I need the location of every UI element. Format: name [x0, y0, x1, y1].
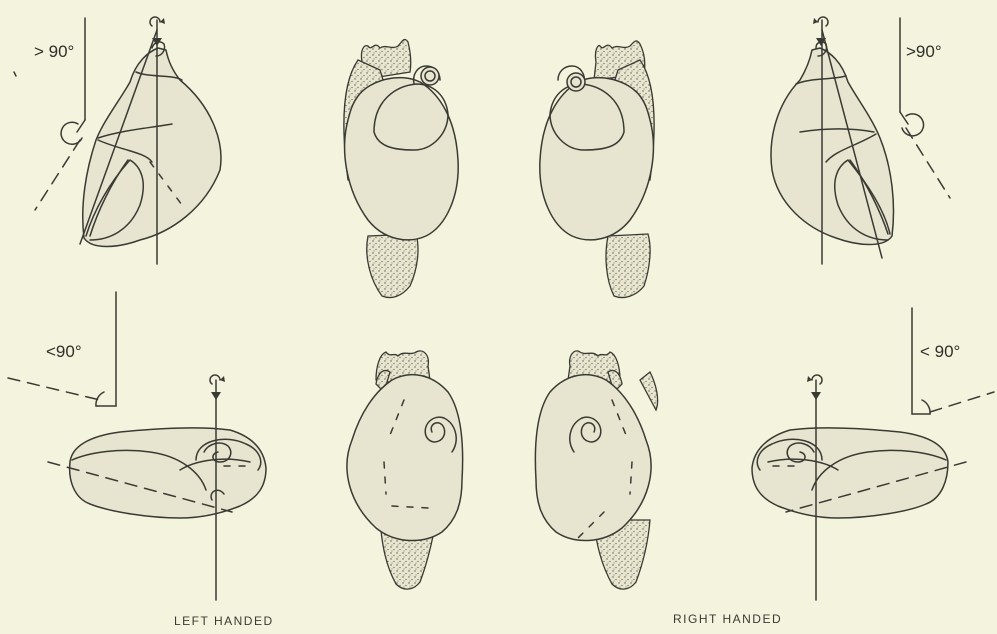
rotation-arrow-icon [150, 17, 160, 26]
rotation-arrow-icon [812, 375, 822, 384]
angle-label-less-than-90-left: <90° [46, 342, 82, 362]
shell-outline [535, 375, 651, 541]
snail-foot [606, 234, 650, 298]
shell-outline [347, 375, 463, 541]
shell-body-whorl [540, 78, 654, 240]
top-left-snail-dorsal-view [344, 39, 458, 297]
top-right-snail-dorsal-view [540, 41, 654, 298]
bottom-right-snail-ventral-view [535, 351, 657, 589]
shell-axis-dashed [906, 128, 950, 198]
rotation-arrow-icon [818, 17, 828, 26]
shell-outline [83, 48, 221, 247]
angle-label-greater-than-90-left: > 90° [34, 42, 74, 62]
rotation-arrow-icon [210, 375, 220, 384]
caption-right-handed: RIGHT HANDED [673, 612, 782, 626]
caption-left-handed: LEFT HANDED [174, 614, 274, 628]
angle-arc [902, 114, 924, 136]
shell-axis-dashed [930, 392, 994, 412]
angle-arc [922, 400, 930, 414]
shell-body-whorl [345, 78, 459, 240]
shell-outline [752, 428, 948, 518]
snail-foot [367, 234, 418, 298]
angle-label-greater-than-90-right: >90° [906, 42, 942, 62]
bottom-left-shell-apical-view [8, 292, 266, 600]
shell-outline [70, 428, 266, 518]
bottom-left-snail-ventral-view [347, 351, 463, 589]
shell-axis-dashed [8, 378, 100, 400]
angle-label-less-than-90-right: < 90° [920, 342, 960, 362]
shell-axis-dashed [35, 140, 80, 210]
